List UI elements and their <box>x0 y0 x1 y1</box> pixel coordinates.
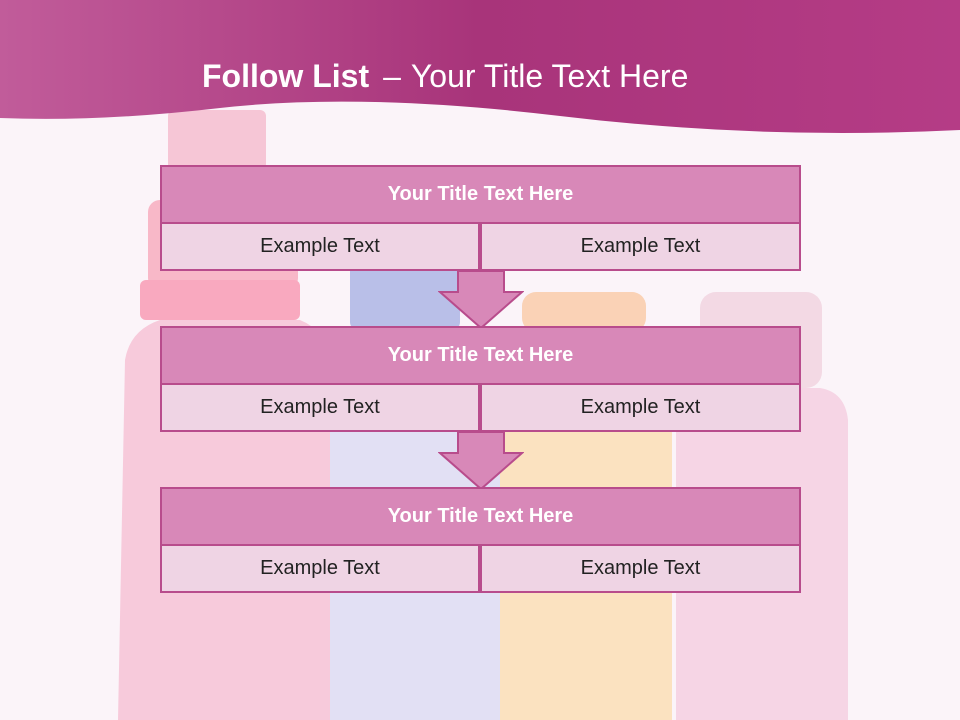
block-title: Your Title Text Here <box>160 326 801 385</box>
block-cell-right: Example Text <box>480 222 801 271</box>
list-block-2: Your Title Text Here Example Text Exampl… <box>160 326 801 432</box>
down-arrow-icon <box>438 270 524 330</box>
block-cell-right: Example Text <box>480 383 801 432</box>
title-dash: – <box>383 58 401 94</box>
slide-title: Follow List–Your Title Text Here <box>202 50 688 102</box>
down-arrow-icon <box>438 431 524 491</box>
block-title: Your Title Text Here <box>160 487 801 546</box>
block-cell-left: Example Text <box>160 544 480 593</box>
block-cell-left: Example Text <box>160 383 480 432</box>
header-band <box>0 0 960 133</box>
list-block-3: Your Title Text Here Example Text Exampl… <box>160 487 801 593</box>
block-title: Your Title Text Here <box>160 165 801 224</box>
title-rest-part: Your Title Text Here <box>410 58 689 94</box>
list-block-1: Your Title Text Here Example Text Exampl… <box>160 165 801 271</box>
block-cell-right: Example Text <box>480 544 801 593</box>
title-bold-part: Follow List <box>202 58 370 94</box>
block-cell-left: Example Text <box>160 222 480 271</box>
